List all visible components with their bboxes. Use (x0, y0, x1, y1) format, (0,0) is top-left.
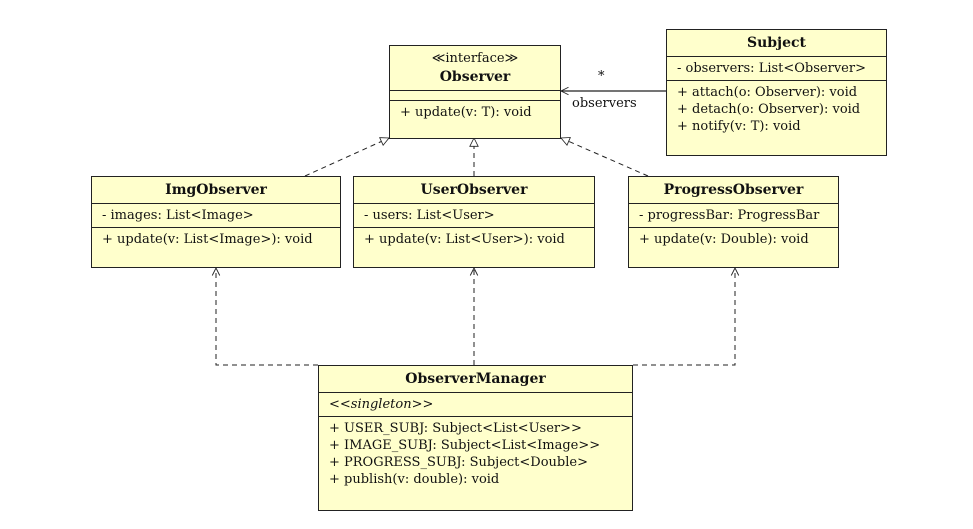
observer-manager-stereotype-section: <<singleton>> (319, 392, 632, 416)
progress-observer-methods: + update(v: Double): void (629, 227, 838, 251)
observer-attributes (390, 90, 560, 100)
subject-method: + notify(v: T): void (677, 119, 801, 134)
association-multiplicity: * (598, 69, 605, 84)
observer-manager-member: + IMAGE_SUBJ: Subject<List<Image>> (329, 438, 601, 453)
dependency-progress-observer (633, 268, 735, 366)
observer-class[interactable]: ≪interface≫ Observer + update(v: T): voi… (389, 45, 561, 139)
observer-manager-name: ObserverManager (405, 371, 546, 387)
progress-observer-header: ProgressObserver (629, 177, 838, 203)
observer-header: ≪interface≫ Observer (390, 46, 560, 90)
subject-attributes: - observers: List<Observer> (667, 56, 886, 80)
observer-manager-member: + PROGRESS_SUBJ: Subject<Double> (329, 455, 588, 470)
progress-observer-class[interactable]: ProgressObserver - progressBar: Progress… (628, 176, 839, 268)
realization-img-observer (304, 138, 389, 177)
user-observer-methods: + update(v: List<User>): void (354, 227, 594, 251)
subject-header: Subject (667, 30, 886, 56)
user-observer-attribute: - users: List<User> (364, 208, 495, 223)
subject-method: + attach(o: Observer): void (677, 85, 858, 100)
subject-attribute: - observers: List<Observer> (677, 61, 866, 76)
association-role: observers (572, 96, 637, 111)
user-observer-name: UserObserver (420, 182, 528, 198)
user-observer-method: + update(v: List<User>): void (364, 232, 565, 247)
observer-manager-member: + publish(v: double): void (329, 472, 500, 487)
observer-name: Observer (439, 69, 511, 85)
subject-name: Subject (746, 35, 807, 51)
observer-manager-header: ObserverManager (319, 366, 632, 392)
observer-stereotype: ≪interface≫ (431, 51, 519, 66)
observer-method: + update(v: T): void (400, 105, 532, 120)
img-observer-class[interactable]: ImgObserver - images: List<Image> + upda… (91, 176, 341, 268)
progress-observer-attribute: - progressBar: ProgressBar (639, 208, 820, 223)
subject-methods: + attach(o: Observer): void + detach(o: … (667, 80, 886, 138)
progress-observer-method: + update(v: Double): void (639, 232, 809, 247)
img-observer-header: ImgObserver (92, 177, 340, 203)
subject-class[interactable]: Subject - observers: List<Observer> + at… (666, 29, 887, 156)
user-observer-header: UserObserver (354, 177, 594, 203)
img-observer-attributes: - images: List<Image> (92, 203, 340, 227)
img-observer-method: + update(v: List<Image>): void (102, 232, 313, 247)
observer-methods: + update(v: T): void (390, 100, 560, 124)
img-observer-methods: + update(v: List<Image>): void (92, 227, 340, 251)
img-observer-attribute: - images: List<Image> (102, 208, 254, 223)
observer-manager-class[interactable]: ObserverManager <<singleton>> + USER_SUB… (318, 365, 633, 511)
user-observer-class[interactable]: UserObserver - users: List<User> + updat… (353, 176, 595, 268)
img-observer-name: ImgObserver (165, 182, 267, 198)
observer-manager-members: + USER_SUBJ: Subject<List<User>> + IMAGE… (319, 416, 632, 491)
user-observer-attributes: - users: List<User> (354, 203, 594, 227)
dependency-img-observer (216, 268, 318, 366)
observer-manager-stereotype: <<singleton>> (329, 397, 434, 412)
progress-observer-attributes: - progressBar: ProgressBar (629, 203, 838, 227)
progress-observer-name: ProgressObserver (663, 182, 804, 198)
observer-manager-member: + USER_SUBJ: Subject<List<User>> (329, 421, 582, 436)
realization-progress-observer (561, 138, 649, 177)
subject-method: + detach(o: Observer): void (677, 102, 861, 117)
